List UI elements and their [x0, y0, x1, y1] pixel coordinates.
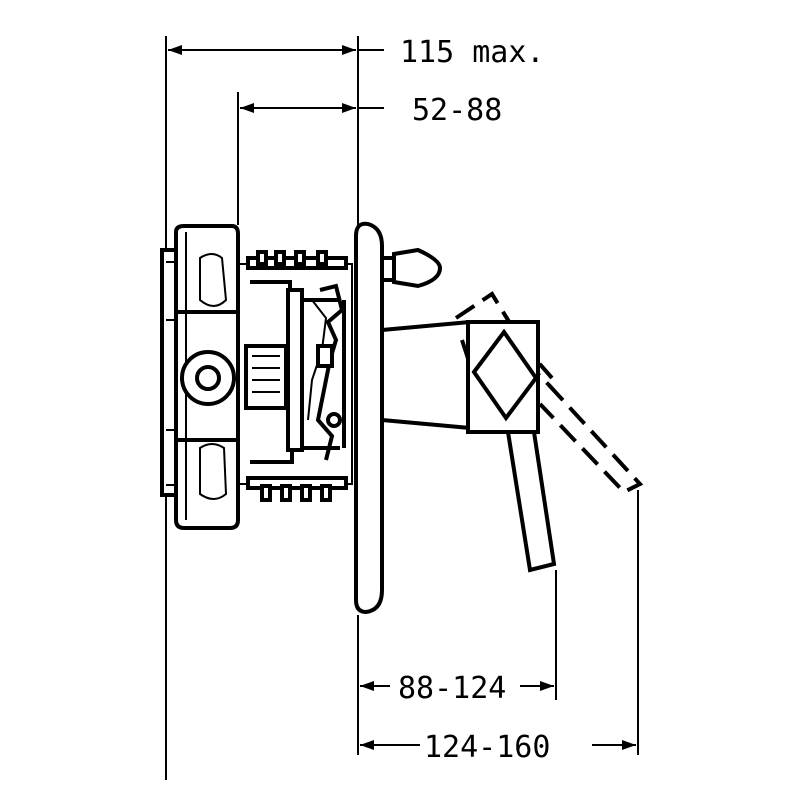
escutcheon-plate: [354, 221, 384, 615]
dimension-label-overall: 115 max.: [400, 35, 545, 70]
dimension-line-lever-reach-max: [360, 740, 636, 750]
dimension-line-wall-depth: [240, 103, 384, 113]
arrowhead-right: [342, 45, 356, 55]
bottom-bolt-row: [246, 476, 348, 502]
arrowhead-right: [622, 740, 636, 750]
arrowhead-left: [168, 45, 182, 55]
arrowhead-right: [342, 103, 356, 113]
dimension-label-lever-reach-max: 124-160: [424, 730, 550, 765]
side-connection-port: [180, 350, 236, 406]
arrowhead-left: [360, 740, 374, 750]
top-knob: [380, 247, 443, 289]
dimension-label-wall-depth: 52-88: [412, 93, 502, 128]
handle-spindle: [381, 320, 471, 430]
arrowhead-left: [240, 103, 254, 113]
dimension-label-lever-reach: 88-124: [398, 671, 506, 706]
top-bolt-row: [246, 250, 348, 270]
dimension-line-overall: [168, 45, 384, 55]
arrowhead-right: [540, 681, 554, 691]
valve-body: [237, 250, 353, 502]
dimension-line-lever-reach: [360, 681, 554, 691]
lever-handle: [466, 320, 557, 573]
arrowhead-left: [360, 681, 374, 691]
